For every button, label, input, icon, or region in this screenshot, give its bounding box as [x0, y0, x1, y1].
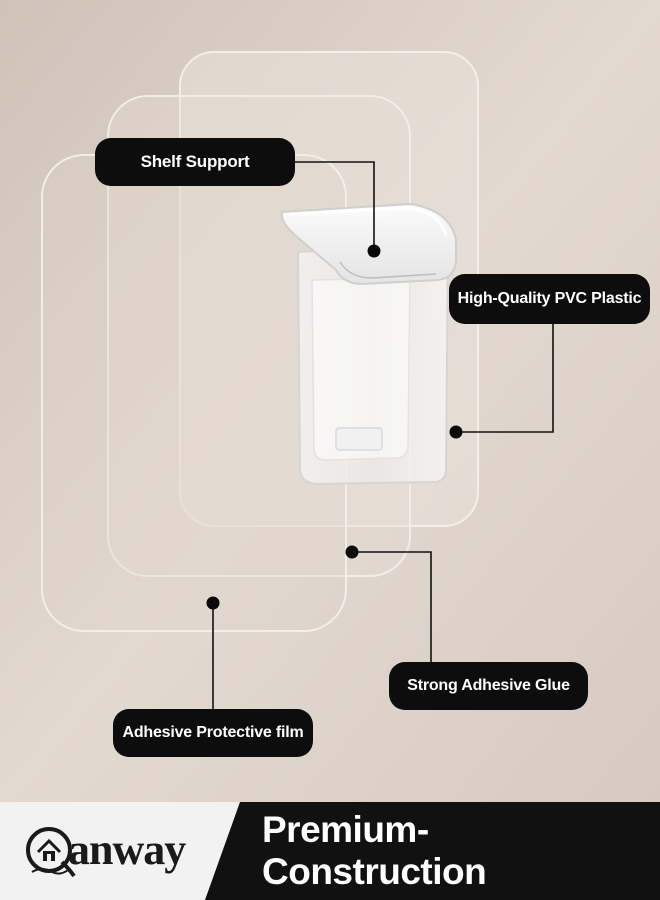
- footer-brand-panel: [0, 802, 250, 900]
- brand-name: anway: [68, 825, 186, 874]
- product-illustration: [0, 0, 660, 802]
- callout-leader-lines: [212, 161, 554, 709]
- dot-pvc-plastic: [449, 425, 463, 439]
- dot-adhesive-glue: [345, 545, 359, 559]
- shelf-support-piece: [280, 202, 457, 486]
- footer-title-panel: [205, 802, 660, 900]
- house-logo-icon: [26, 827, 76, 878]
- footer-title: Premium-Construction: [262, 809, 487, 892]
- brand-logo: anway: [22, 820, 186, 880]
- dot-shelf-support: [367, 244, 381, 258]
- callout-dots: [206, 244, 463, 610]
- dot-protective-film: [206, 596, 220, 610]
- callout-protective-film: Adhesive Protective film: [113, 709, 313, 757]
- callout-shelf-support: Shelf Support: [95, 138, 295, 186]
- callout-adhesive-glue: Strong Adhesive Glue: [389, 662, 588, 710]
- callout-pvc-plastic: High-Quality PVC Plastic: [449, 274, 650, 324]
- footer-banner: anway Premium-Construction: [0, 802, 660, 900]
